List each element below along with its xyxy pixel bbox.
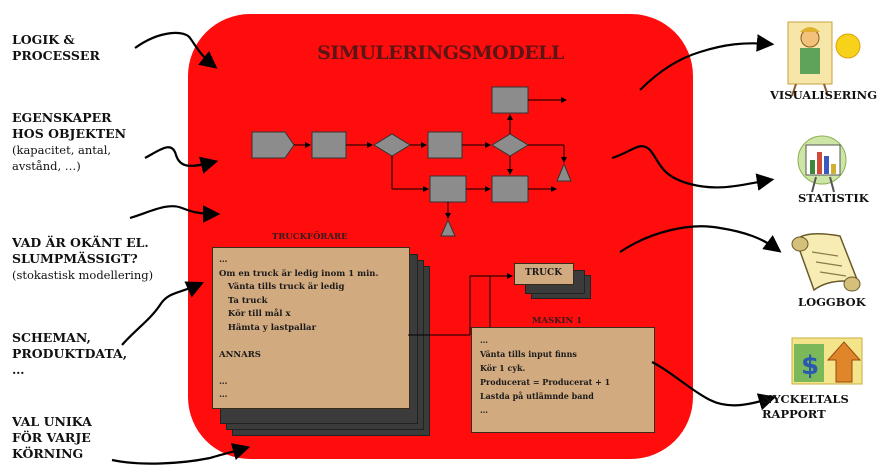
arrow-schedules	[122, 284, 200, 345]
arrow-nyckeltal	[652, 362, 772, 405]
arrow-statistik	[612, 146, 770, 187]
process-flowchart	[252, 87, 571, 236]
flow-start-shape	[252, 132, 294, 158]
nyckeltal-icon: $	[792, 338, 862, 384]
svg-text:$: $	[801, 351, 819, 381]
statistik-icon	[798, 136, 846, 192]
flow-queue-right	[557, 164, 571, 181]
flow-process-top	[492, 87, 528, 113]
arrow-unknown	[130, 206, 216, 218]
arrow-properties	[145, 147, 214, 166]
visualisering-icon	[788, 22, 860, 96]
flow-process-bottom-left	[430, 176, 466, 202]
arrow-logic	[135, 33, 214, 66]
flow-queue-bottom	[441, 220, 455, 236]
label-loggbok: LOGGBOK	[798, 294, 866, 310]
output-arrows	[612, 43, 778, 405]
flow-decision-1	[374, 134, 410, 156]
flow-process-2	[428, 132, 462, 158]
label-statistik: STATISTIK	[798, 190, 869, 206]
label-visualisering: VISUALISERING	[770, 87, 877, 103]
loggbok-icon	[792, 234, 860, 291]
flow-decision-2	[492, 134, 528, 156]
truck-connectors	[408, 276, 512, 335]
input-arrows	[112, 33, 246, 464]
label-nyckeltal-rapport: NYCKELTALS RAPPORT	[762, 392, 882, 422]
arrow-visualisering	[640, 43, 770, 90]
arrow-loggbok	[620, 226, 778, 252]
flow-process-1	[312, 132, 346, 158]
arrow-choices	[112, 448, 246, 464]
flow-process-bottom-right	[492, 176, 528, 202]
